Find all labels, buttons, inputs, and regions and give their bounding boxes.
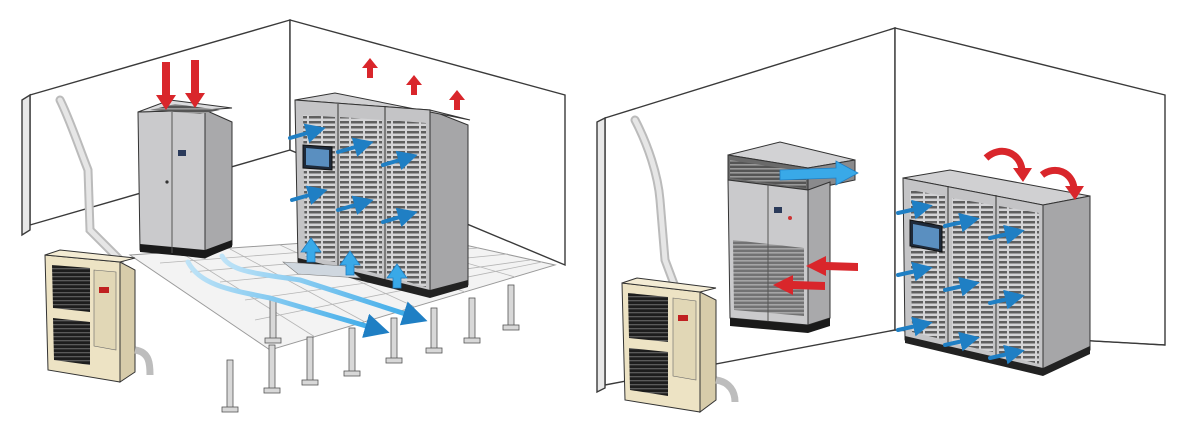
right-racks-side	[1042, 195, 1091, 373]
right-rack-intake-arrows	[896, 199, 1025, 365]
rack-intake-arrow	[896, 261, 933, 282]
left-indoor-unit-base	[140, 240, 232, 258]
rack-intake-arrow	[381, 207, 418, 227]
rack-intake-arrow	[943, 212, 980, 233]
right-outdoor-fan-grille-bottom	[629, 348, 668, 396]
right-panel	[596, 27, 1166, 413]
left-left-wall-edge	[21, 93, 31, 237]
hot-return-arrow	[156, 62, 176, 110]
plenum-cold-arrow	[779, 160, 859, 186]
rack-intake-arrow	[988, 224, 1025, 245]
left-panel	[21, 19, 566, 413]
left-hot-return-arrows	[156, 60, 205, 110]
left-hot-exhaust-arrows	[362, 58, 465, 110]
rack-intake-arrow	[988, 289, 1025, 310]
hot-return-arrow	[773, 275, 825, 295]
right-indoor-unit-display	[774, 207, 782, 213]
hot-exhaust-curve-arrow	[983, 147, 1026, 171]
left-outdoor-brand-mark	[99, 287, 109, 293]
left-outdoor-unit-side-grille	[93, 269, 117, 351]
left-floor-tile-cold-arrows	[282, 237, 408, 289]
right-outdoor-unit	[621, 277, 739, 413]
rack-intake-arrow	[381, 150, 418, 170]
underfloor-cold-stream	[185, 259, 390, 338]
left-indoor-unit-handle	[165, 180, 169, 184]
right-indoor-unit-side	[807, 181, 831, 326]
right-hot-exhaust-arrows	[983, 147, 1084, 200]
left-outdoor-unit-top	[44, 249, 136, 263]
rack-intake-arrow	[896, 199, 933, 220]
left-indoor-unit-side	[204, 109, 233, 259]
right-indoor-unit-base	[730, 318, 830, 333]
right-hot-return-arrows	[773, 256, 858, 295]
right-outdoor-unit-side-grille	[672, 297, 697, 381]
hot-return-arrow	[185, 60, 205, 108]
underfloor-cold-stream	[219, 253, 428, 326]
floor-pedestals	[221, 284, 520, 413]
rack-intake-arrow	[943, 331, 980, 352]
cold-rise-arrow	[386, 263, 408, 289]
rack-intake-arrow	[288, 123, 326, 143]
left-underfloor-cold-flow	[185, 253, 428, 338]
cold-rise-arrow	[300, 237, 322, 263]
rack-intake-arrow	[988, 344, 1025, 365]
left-rack-intake-arrows	[288, 123, 418, 227]
right-left-wall-edge	[596, 116, 606, 394]
rack-intake-arrow	[336, 195, 374, 215]
rack-intake-arrow	[336, 137, 374, 157]
hot-exhaust-arrow	[449, 90, 465, 110]
left-outdoor-fan-grille-top	[52, 265, 90, 312]
rack-intake-arrow	[290, 185, 328, 205]
left-room-walls	[21, 19, 566, 267]
left-indoor-unit	[137, 99, 233, 259]
rack-intake-arrow	[943, 276, 980, 297]
left-indoor-unit-display	[178, 150, 186, 156]
rack-intake-arrow	[896, 316, 933, 337]
left-outdoor-unit	[44, 249, 154, 383]
right-plenum-cold-supply	[779, 160, 859, 186]
right-server-racks	[902, 169, 1091, 376]
left-outdoor-fan-grille-bottom	[53, 318, 90, 365]
right-outdoor-brand-mark	[678, 315, 688, 321]
right-outdoor-fan-grille-top	[628, 293, 668, 342]
hot-exhaust-arrow	[362, 58, 378, 78]
hot-exhaust-arrow	[406, 75, 422, 95]
hot-return-arrow	[806, 256, 858, 276]
hot-exhaust-curve-arrow	[1039, 167, 1078, 189]
left-racks-side	[429, 109, 469, 296]
right-outdoor-unit-top	[621, 277, 717, 293]
cold-rise-arrow	[339, 250, 361, 276]
